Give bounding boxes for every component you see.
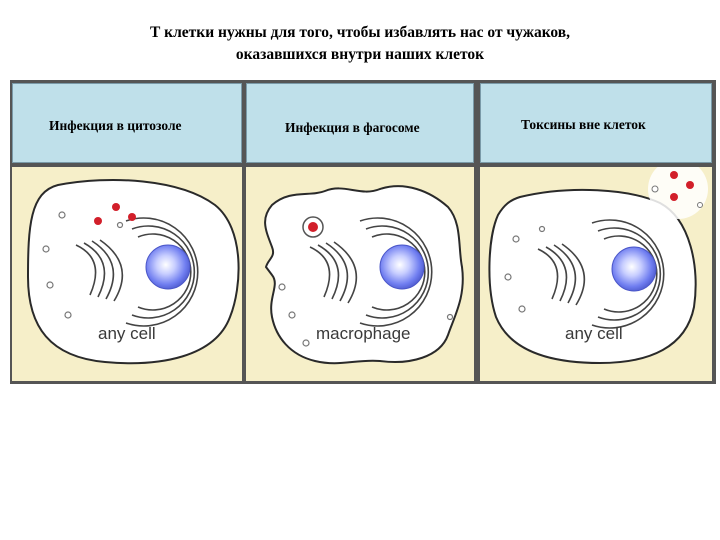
cells-illustration: any cell macrophage <box>26 167 708 365</box>
cell-label: any cell <box>565 324 623 343</box>
golgi-icon <box>537 243 586 306</box>
cell-label: any cell <box>98 324 156 343</box>
header-label: Токсины вне клеток <box>521 117 646 132</box>
nucleus-icon <box>379 244 425 290</box>
vesicles <box>42 211 124 319</box>
header-cytosol: Инфекция в цитозоле <box>12 83 242 163</box>
header-toxins: Токсины вне клеток <box>480 83 712 163</box>
pathogen-icon <box>308 222 318 232</box>
toxin-particle <box>651 185 659 193</box>
cell-macrophage: macrophage <box>264 185 464 365</box>
vesicles <box>278 283 454 347</box>
er-icon <box>359 217 433 327</box>
pathogen-icon <box>94 203 136 225</box>
toxin-icon <box>670 171 694 201</box>
header-label: Инфекция в цитозоле <box>49 118 182 133</box>
nucleus-icon <box>145 244 191 290</box>
cell-any-cell-2: any cell <box>488 167 708 365</box>
golgi-icon <box>75 239 124 302</box>
cell-label: macrophage <box>316 324 411 343</box>
er-icon <box>125 217 199 327</box>
vesicles <box>504 225 546 313</box>
toxin-cloud <box>648 167 708 219</box>
golgi-icon <box>309 241 358 304</box>
header-label: Инфекция в фагосоме <box>285 120 420 135</box>
cell-membrane <box>26 178 240 365</box>
nucleus-icon <box>611 246 657 292</box>
title-line-1: Т клетки нужны для того, чтобы избавлять… <box>149 24 571 41</box>
title-line-2: оказавшихся внутри наших клеток <box>235 46 485 63</box>
er-icon <box>591 219 665 329</box>
header-phagosome: Инфекция в фагосоме <box>246 83 474 163</box>
toxin-particle <box>697 202 703 208</box>
slide-title: Т клетки нужны для того, чтобы избавлять… <box>0 22 720 66</box>
cell-any-cell-1: any cell <box>26 178 240 365</box>
